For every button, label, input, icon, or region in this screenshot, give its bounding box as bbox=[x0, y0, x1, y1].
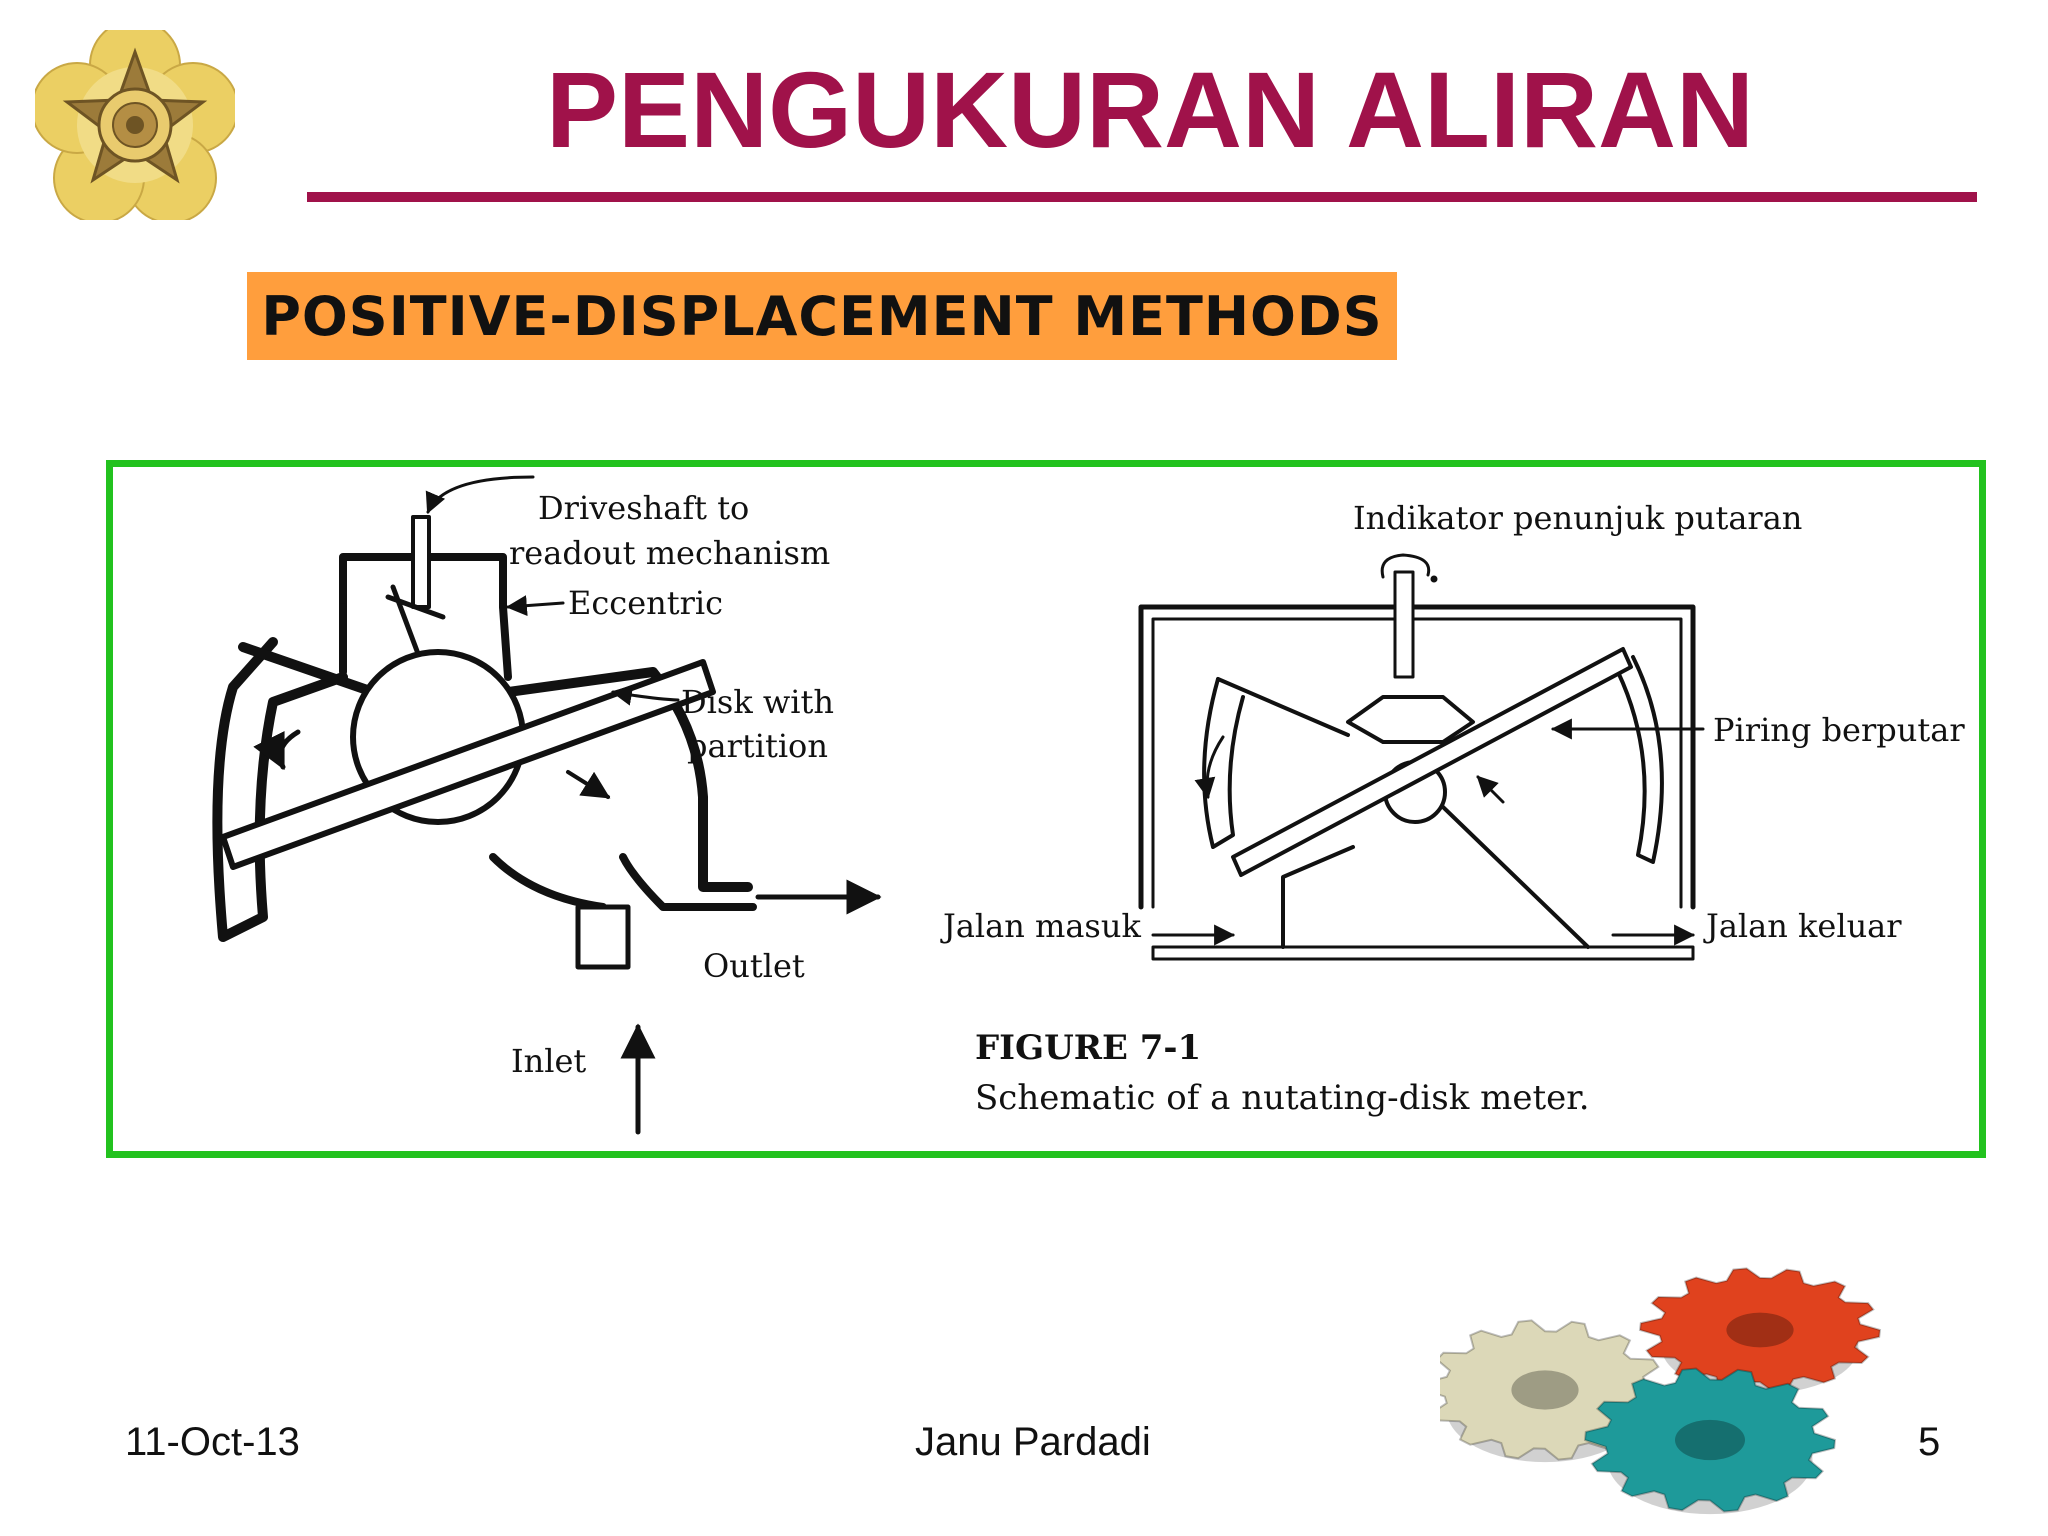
label-rotating-disk: Piring berputar bbox=[1713, 711, 1965, 749]
gear-hub bbox=[1511, 1370, 1579, 1410]
gear-hub bbox=[1675, 1419, 1745, 1461]
label-outlet-path: Jalan keluar bbox=[1703, 907, 1902, 945]
page-number: 5 bbox=[1918, 1420, 1941, 1464]
label-disk-line2: partition bbox=[687, 727, 828, 765]
label-indicator: Indikator penunjuk putaran bbox=[1353, 499, 1802, 537]
figure-number: FIGURE 7-1 bbox=[975, 1028, 1201, 1068]
right-meter-schematic bbox=[1138, 553, 1705, 961]
figure-caption: Schematic of a nutating-disk meter. bbox=[975, 1078, 1590, 1118]
left-meter-schematic bbox=[212, 475, 882, 1135]
label-eccentric: Eccentric bbox=[568, 584, 723, 622]
red-gear bbox=[1638, 1267, 1882, 1394]
university-emblem-icon bbox=[31, 19, 239, 224]
footer-date: 11-Oct-13 bbox=[125, 1420, 300, 1464]
nutating-disk-figure: Driveshaft to readout mechanism Eccentri… bbox=[212, 475, 1965, 1135]
label-outlet: Outlet bbox=[703, 947, 805, 985]
label-disk-line1: Disk with bbox=[681, 683, 834, 721]
title-underline bbox=[307, 192, 1977, 202]
figure-frame: Driveshaft to readout mechanism Eccentri… bbox=[106, 460, 1986, 1158]
label-driveshaft-line1: Driveshaft to bbox=[538, 489, 749, 527]
footer-author: Janu Pardadi bbox=[915, 1420, 1151, 1464]
gears-icon bbox=[1423, 1240, 1900, 1530]
label-inlet-path: Jalan masuk bbox=[940, 907, 1141, 945]
section-label: POSITIVE-DISPLACEMENT METHODS bbox=[247, 272, 1397, 360]
slide-title: PENGUKURAN ALIRAN bbox=[546, 49, 1754, 170]
label-driveshaft-line2: readout mechanism bbox=[509, 534, 830, 572]
teal-gear bbox=[1583, 1367, 1837, 1515]
label-inlet: Inlet bbox=[511, 1042, 586, 1080]
gear-hub bbox=[1726, 1312, 1794, 1348]
